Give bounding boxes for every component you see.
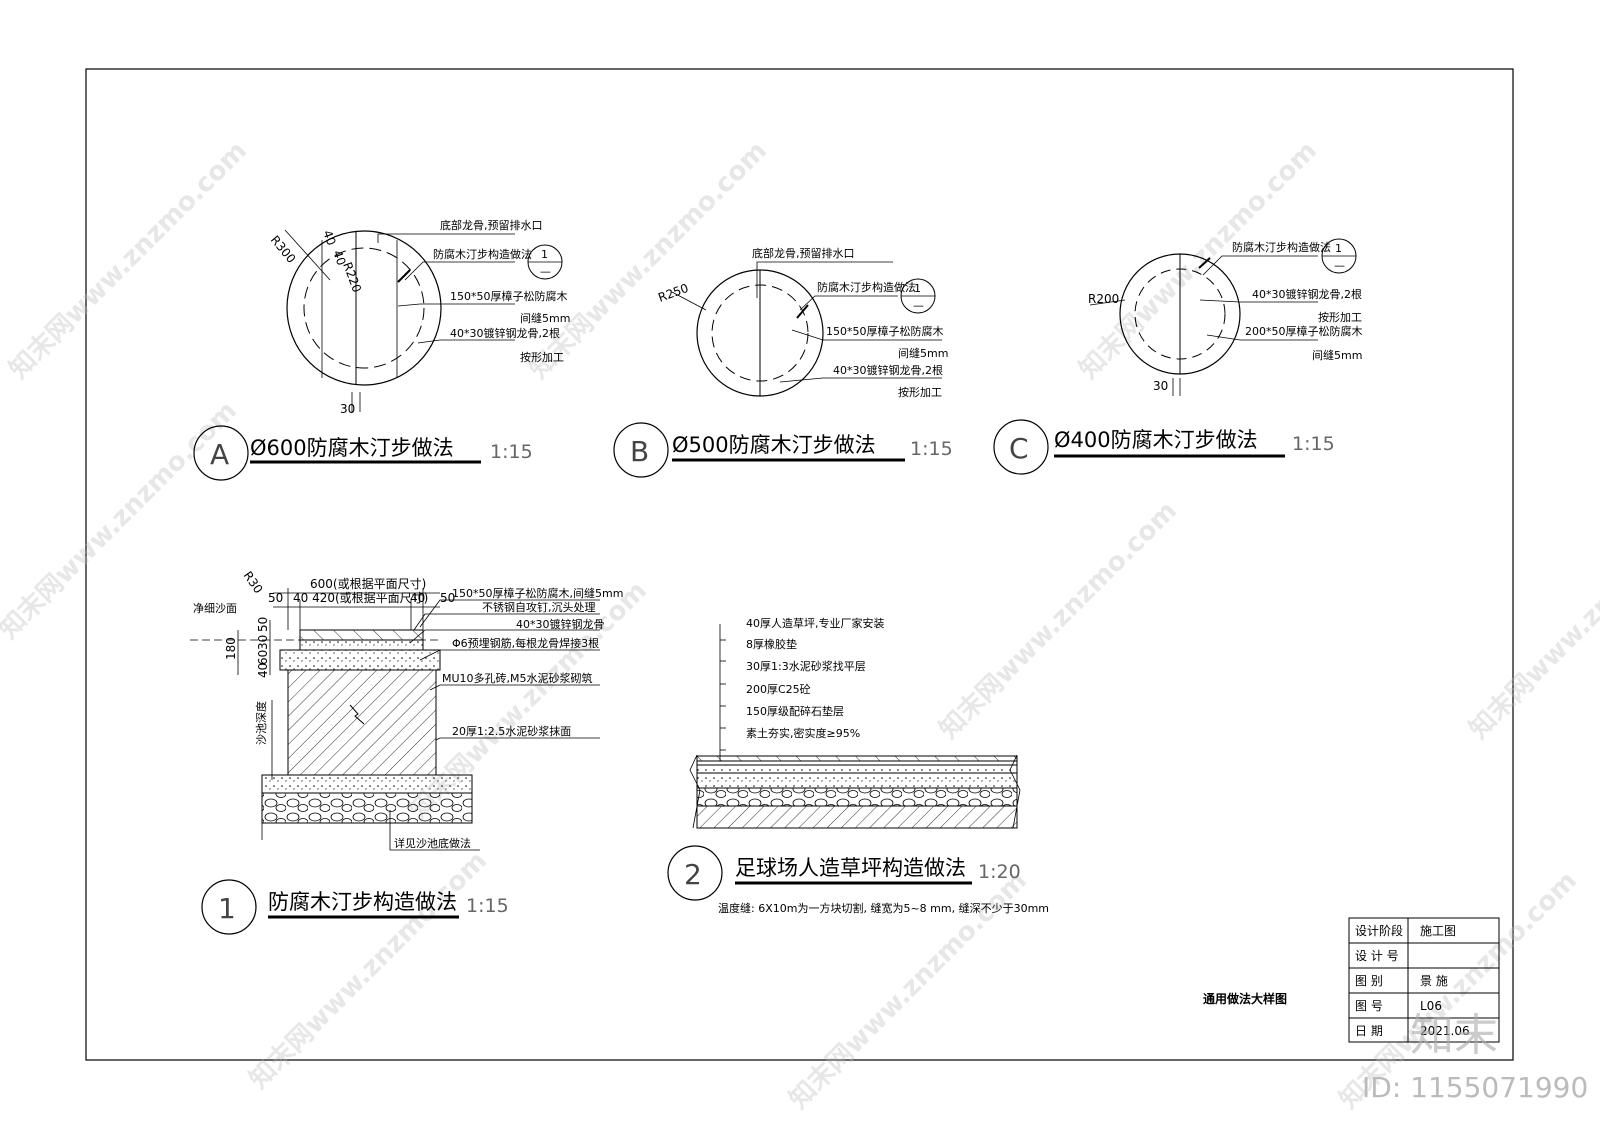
title-block-value: 施工图 <box>1420 924 1456 938</box>
annotation-label: 200*50厚樟子松防腐木 <box>1245 324 1363 338</box>
annotation-label: 按形加工 <box>520 350 564 364</box>
annotation-label: 间缝5mm <box>898 346 948 360</box>
annotation-label: MU10多孔砖,M5水泥砂浆砌筑 <box>442 671 593 685</box>
layer-label: 8厚橡胶垫 <box>746 637 797 651</box>
dim-label: 30 <box>1153 379 1168 393</box>
detail-1-section: 600(或根据平面尺寸) 40 420(或根据平面尺寸) 40 50 50 R3… <box>190 569 623 935</box>
watermark-id: ID: 1155071990 <box>1362 1071 1588 1104</box>
watermark-text: 知末网www.znzmo.com <box>934 496 1183 745</box>
title-block-label: 图 别 <box>1355 974 1383 988</box>
detail-letter: A <box>210 438 229 471</box>
dim-label: 40 420(或根据平面尺寸) <box>293 591 428 605</box>
detail-title: 防腐木汀步构造做法 <box>268 890 457 914</box>
dim-label: 50 <box>256 617 270 632</box>
detail-scale: 1:15 <box>910 438 953 460</box>
annotation-label: 沙池深度 <box>254 701 268 745</box>
title-block-label: 图 号 <box>1355 999 1383 1013</box>
dim-label: 50 <box>268 591 283 605</box>
watermark-text: 知末网www.znzmo.com <box>1074 136 1323 385</box>
detail-scale: 1:15 <box>1292 433 1335 455</box>
detail-title: Ø400防腐木汀步做法 <box>1054 428 1258 452</box>
radius-label: R250 <box>656 281 690 305</box>
annotation-label: 20厚1:2.5水泥砂浆抹面 <box>452 724 571 738</box>
annotation-label: 间缝5mm <box>520 311 570 325</box>
annotation-label: 详见沙池底做法 <box>394 836 471 850</box>
detail-title: Ø500防腐木汀步做法 <box>672 433 876 457</box>
annotation-label: 40*30镀锌钢龙骨 <box>516 617 605 631</box>
section-ref-number: 1 <box>1335 242 1342 255</box>
detail-c-plan: R200 30 防腐木汀步构造做法 40*30镀锌钢龙骨,2根 按形加工 200… <box>993 238 1363 475</box>
radius-label: R30 <box>241 569 266 596</box>
detail-a-plan: R300 40 40 R220 30 底部龙骨,预留排水口 防腐木汀步构造做法 … <box>193 218 570 481</box>
dim-label: 40 <box>320 228 338 247</box>
dim-label: 50 <box>440 591 455 605</box>
drawing-name: 通用做法大样图 <box>1203 991 1287 1006</box>
detail-2-section: 40厚人造草坪,专业厂家安装 8厚橡胶垫 30厚1:3水泥砂浆找平层 200厚C… <box>667 616 1049 915</box>
watermark-text: 知末网www.znzmo.com <box>1464 496 1600 745</box>
watermark-logo: 知末 <box>1410 1010 1498 1061</box>
annotation-label: 40*30镀锌钢龙骨,2根 <box>833 363 943 377</box>
annotation-label: 按形加工 <box>1318 310 1362 324</box>
watermark-text: 知末网www.znzmo.com <box>524 136 773 385</box>
dim-label: 40 <box>330 248 348 267</box>
title-block-value: 景 施 <box>1420 974 1448 988</box>
annotation-label: 40*30镀锌钢龙骨,2根 <box>450 326 560 340</box>
title-block: 通用做法大样图 设计阶段 施工图 设 计 号 图 别 景 施 图 号 L06 日… <box>1203 917 1500 1043</box>
radius-label: R300 <box>268 233 299 266</box>
sheet-border <box>85 68 1514 1061</box>
dim-label: 180 <box>224 637 238 660</box>
layer-label: 素土夯实,密实度≥95% <box>746 726 860 740</box>
watermark-text: 知末网www.znzmo.com <box>244 846 493 1095</box>
annotation-label: 150*50厚樟子松防腐木,间缝5mm <box>452 586 623 600</box>
annotation-label: 按形加工 <box>898 385 942 399</box>
section-ref-sheet: — <box>1334 259 1345 272</box>
title-block-label: 设计阶段 <box>1355 923 1403 938</box>
layer-label: 150厚级配碎石垫层 <box>746 704 844 718</box>
dim-label: 40 <box>256 663 270 678</box>
detail-letter: C <box>1009 432 1029 465</box>
annotation-label: 40*30镀锌钢龙骨,2根 <box>1252 287 1362 301</box>
annotation-label: 防腐木汀步构造做法 <box>1232 240 1331 254</box>
section-ref-number: 1 <box>914 282 921 295</box>
annotation-label: 防腐木汀步构造做法 <box>433 247 532 261</box>
layer-label: 30厚1:3水泥砂浆找平层 <box>746 659 866 673</box>
dim-label: 30 <box>340 402 355 416</box>
radius-label: R200 <box>1088 292 1119 306</box>
dim-label: 40 <box>410 591 425 605</box>
general-note: 温度缝: 6X10m为一方块切割, 缝宽为5~8 mm, 缝深不少于30mm <box>718 901 1049 915</box>
detail-letter: B <box>630 435 649 468</box>
section-ref-sheet: — <box>913 299 924 312</box>
detail-b-plan: R250 底部龙骨,预留排水口 防腐木汀步构造做法 150*50厚樟子松防腐木 … <box>613 246 953 478</box>
title-block-value: L06 <box>1420 999 1442 1013</box>
annotation-label: 防腐木汀步构造做法 <box>817 280 916 294</box>
title-block-label: 设 计 号 <box>1355 949 1399 963</box>
annotation-label: 净细沙面 <box>193 601 237 615</box>
detail-number: 1 <box>218 892 236 925</box>
detail-title: Ø600防腐木汀步做法 <box>250 436 454 460</box>
radius-label: R220 <box>340 260 364 294</box>
title-block-value: 2021.06 <box>1420 1024 1470 1038</box>
annotation-label: 间缝5mm <box>1312 348 1362 362</box>
watermark-text: 知末网www.znzmo.com <box>4 136 253 385</box>
layer-label: 200厚C25砼 <box>746 683 811 696</box>
annotation-label: 底部龙骨,预留排水口 <box>752 246 855 260</box>
section-ref-sheet: — <box>540 265 551 278</box>
detail-title: 足球场人造草坪构造做法 <box>735 856 966 880</box>
layer-label: 40厚人造草坪,专业厂家安装 <box>746 616 885 630</box>
dim-label: 60 <box>256 650 270 665</box>
annotation-label: 150*50厚樟子松防腐木 <box>450 289 568 303</box>
detail-number: 2 <box>684 858 702 891</box>
detail-scale: 1:15 <box>466 895 509 917</box>
detail-scale: 1:20 <box>978 861 1021 883</box>
annotation-label: Φ6预埋钢筋,每根龙骨焊接3根 <box>452 636 599 650</box>
title-block-label: 日 期 <box>1355 1024 1383 1038</box>
section-ref-number: 1 <box>541 248 548 261</box>
dim-label: 30 <box>256 635 270 650</box>
annotation-label: 150*50厚樟子松防腐木 <box>826 324 944 338</box>
annotation-label: 不锈钢自攻钉,沉头处理 <box>482 600 596 614</box>
annotation-label: 底部龙骨,预留排水口 <box>440 218 543 232</box>
dim-label: 600(或根据平面尺寸) <box>310 577 426 591</box>
detail-scale: 1:15 <box>490 441 533 463</box>
